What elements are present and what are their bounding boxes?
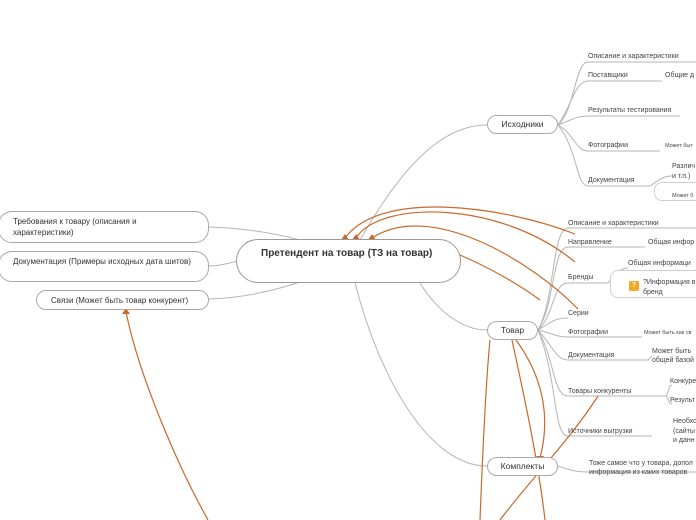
connector-product (419, 282, 488, 331)
product-export[interactable]: Источники выгрузки (568, 428, 633, 435)
relation-9 (125, 311, 209, 520)
sources-docs-subbox (654, 182, 696, 201)
product-brands-note: Общая информаци (628, 260, 691, 267)
product-brands-note2a: ?Информация в (643, 279, 696, 286)
node-links-label: Связи (Может быть товар конкурент) (51, 296, 189, 305)
node-product-label: Товар (500, 325, 525, 335)
product-photos[interactable]: Фотографии (568, 329, 609, 336)
product-competitors-note1: Конкуре (670, 378, 696, 385)
sources-suppliers-note: Общие д (665, 72, 695, 79)
product-docs-note1: Может быть (652, 348, 692, 355)
node-documentation-label: Документация (Примеры исходных дата шито… (13, 257, 191, 266)
relation-6 (479, 339, 491, 520)
sources-docs-note1: Различ (672, 163, 696, 170)
product-direction-note: Общая инфор (648, 239, 695, 246)
sources-testing[interactable]: Результаты тестирования (588, 107, 672, 114)
central-node[interactable]: Претендент на товар (ТЗ на товар) (236, 239, 461, 283)
node-requirements-label: Требования к товару (описания и характер… (13, 217, 137, 237)
sources-photos[interactable]: Фотографии (588, 142, 629, 149)
connector-links (208, 281, 301, 300)
product-direction[interactable]: Направление (568, 239, 612, 246)
connector-requirements (208, 226, 301, 241)
product-brands-note2b: бренд (643, 289, 663, 296)
product-competitors[interactable]: Товары конкуренты (568, 388, 632, 395)
product-series[interactable]: Серии (568, 310, 589, 317)
node-kits[interactable]: Комплекты (487, 457, 558, 476)
product-export-note2: (сайты (673, 428, 695, 435)
relation-7 (511, 339, 546, 520)
sources-docs-note3: Может б (672, 193, 694, 199)
sources-docs-note2: и т.п.) (672, 173, 691, 180)
sources-docs[interactable]: Документация (588, 177, 635, 184)
product-competitors-note2: Результ (670, 397, 695, 404)
node-documentation[interactable]: Документация (Примеры исходных дата шито… (0, 251, 209, 282)
info-flag-icon: ? (629, 281, 639, 291)
relation-1 (344, 206, 576, 239)
product-brands-subbox (610, 270, 696, 298)
kits-note1: Тоже самое что у товара, допол (589, 460, 693, 467)
node-kits-label: Комплекты (500, 461, 545, 471)
node-sources-label: Исходники (501, 119, 544, 129)
node-product[interactable]: Товар (487, 321, 538, 340)
node-requirements[interactable]: Требования к товару (описания и характер… (0, 211, 209, 243)
product-export-note3: и данн (673, 437, 695, 444)
node-links[interactable]: Связи (Может быть товар конкурент) (36, 290, 209, 310)
product-brands[interactable]: Бренды (568, 274, 594, 281)
product-docs-note2: общей базой (652, 357, 694, 364)
relation-5 (515, 339, 546, 459)
sources-description[interactable]: Описание и характеристики (588, 53, 679, 60)
sources-suppliers[interactable]: Поставщики (588, 72, 628, 79)
product-export-note1: Необхо (673, 418, 696, 425)
sources-photos-note: Может быт (665, 143, 693, 149)
product-description[interactable]: Описание и характеристики (568, 220, 659, 227)
central-title: Претендент на товар (ТЗ на товар) (261, 248, 433, 259)
product-photos-note: Может быть как св (644, 330, 692, 336)
connector-sources (359, 124, 488, 241)
relation-3 (371, 225, 579, 310)
connector-kits (354, 282, 488, 467)
relation-4 (459, 254, 541, 301)
relation-2 (355, 211, 576, 263)
kits-note2: информация из каких товаров (589, 469, 688, 476)
product-docs[interactable]: Документация (568, 352, 615, 359)
node-sources[interactable]: Исходники (487, 115, 558, 134)
connector-documentation (208, 260, 239, 267)
